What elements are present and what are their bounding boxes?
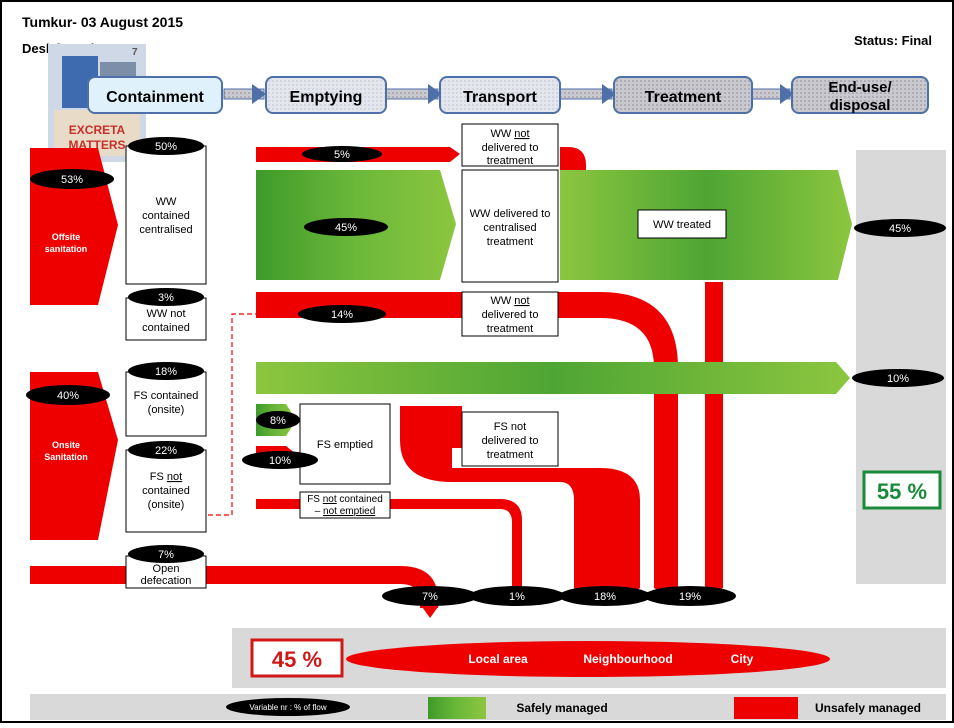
svg-text:Safely managed: Safely managed <box>516 701 607 715</box>
svg-text:45%: 45% <box>335 222 357 234</box>
svg-text:Emptying: Emptying <box>290 89 363 106</box>
svg-text:FS emptied: FS emptied <box>317 439 373 451</box>
svg-text:Offsite: Offsite <box>52 232 81 242</box>
stage-treatment: Treatment <box>613 76 753 114</box>
svg-text:53%: 53% <box>61 174 83 186</box>
svg-text:FS not: FS not <box>494 421 526 433</box>
percent-labels: 50% 3% 18% 22% 7% 53% 40% 5% 45% 14% 8% … <box>57 141 911 603</box>
svg-text:19%: 19% <box>679 591 701 603</box>
svg-text:7%: 7% <box>158 549 174 561</box>
svg-text:FS not: FS not <box>150 471 182 483</box>
svg-text:WW not: WW not <box>490 295 529 307</box>
svg-text:Onsite: Onsite <box>52 440 80 450</box>
svg-text:1%: 1% <box>509 591 525 603</box>
svg-text:22%: 22% <box>155 445 177 457</box>
svg-text:centralised: centralised <box>139 224 192 236</box>
svg-text:45 %: 45 % <box>272 647 322 672</box>
svg-text:centralised: centralised <box>483 222 536 234</box>
svg-text:delivered to: delivered to <box>482 309 539 321</box>
unsafe-total: 45 % <box>250 638 344 678</box>
svg-text:treatment: treatment <box>487 449 533 461</box>
stage-emptying: Emptying <box>265 76 387 114</box>
svg-text:45%: 45% <box>889 223 911 235</box>
svg-text:(onsite): (onsite) <box>148 404 185 416</box>
stage-containment: Containment <box>87 76 223 114</box>
svg-text:City: City <box>731 652 754 666</box>
process-boxes <box>299 123 727 519</box>
svg-text:contained: contained <box>142 322 190 334</box>
svg-text:WW not: WW not <box>146 308 185 320</box>
svg-text:7%: 7% <box>422 591 438 603</box>
svg-text:Local area: Local area <box>468 652 528 666</box>
svg-text:sanitation: sanitation <box>45 244 88 254</box>
title: Tumkur- 03 August 2015 <box>22 14 183 30</box>
svg-text:Variable nr : % of flow: Variable nr : % of flow <box>249 703 326 712</box>
svg-text:Unsafely managed: Unsafely managed <box>815 701 921 715</box>
svg-text:FS not contained: FS not contained <box>307 494 383 505</box>
svg-text:delivered to: delivered to <box>482 142 539 154</box>
svg-text:EXCRETA: EXCRETA <box>69 123 126 137</box>
dashed-connector <box>208 313 256 516</box>
svg-text:contained: contained <box>142 485 190 497</box>
svg-text:defecation: defecation <box>141 575 192 587</box>
svg-text:7: 7 <box>132 47 138 58</box>
svg-text:Open: Open <box>153 563 180 575</box>
impact-ellipse <box>346 641 830 677</box>
stage-end-use: End-use/ disposal <box>791 76 929 114</box>
svg-text:Neighbourhood: Neighbourhood <box>583 652 672 666</box>
svg-text:18%: 18% <box>155 366 177 378</box>
svg-text:WW: WW <box>156 196 177 208</box>
process-labels: WW not delivered to treatment WW deliver… <box>307 128 711 517</box>
svg-text:Treatment: Treatment <box>645 89 722 106</box>
svg-text:18%: 18% <box>594 591 616 603</box>
svg-text:FS contained: FS contained <box>134 390 199 402</box>
svg-text:delivered to: delivered to <box>482 435 539 447</box>
status-text: Status: Final <box>854 33 932 48</box>
legend: Variable nr : % of flow Safely managed U… <box>226 697 921 719</box>
percent-ovals <box>26 137 946 606</box>
category-labels: Offsite sanitation Onsite Sanitation <box>44 232 88 462</box>
impact-labels: Local area Neighbourhood City <box>468 652 753 666</box>
svg-text:8%: 8% <box>270 415 286 427</box>
containment-labels: WW contained centralised WW not containe… <box>134 196 199 587</box>
svg-text:3%: 3% <box>158 292 174 304</box>
svg-text:disposal: disposal <box>830 97 891 114</box>
svg-text:WW not: WW not <box>490 128 529 140</box>
svg-text:Sanitation: Sanitation <box>44 452 88 462</box>
svg-text:End-use/: End-use/ <box>828 79 892 96</box>
svg-text:Containment: Containment <box>106 89 204 106</box>
svg-text:WW treated: WW treated <box>653 219 711 231</box>
svg-text:treatment: treatment <box>487 236 533 248</box>
svg-text:10%: 10% <box>269 455 291 467</box>
safe-total: 55 % <box>862 470 942 510</box>
legend-bar <box>30 694 946 720</box>
svg-text:10%: 10% <box>887 373 909 385</box>
svg-text:Transport: Transport <box>463 89 537 106</box>
svg-text:40%: 40% <box>57 390 79 402</box>
svg-text:– not emptied: – not emptied <box>315 506 376 517</box>
svg-text:14%: 14% <box>331 309 353 321</box>
svg-text:5%: 5% <box>334 149 350 161</box>
svg-text:contained: contained <box>142 210 190 222</box>
svg-text:55 %: 55 % <box>877 479 927 504</box>
end-use-column <box>856 150 946 584</box>
svg-text:treatment: treatment <box>487 323 533 335</box>
stage-transport: Transport <box>439 76 561 114</box>
svg-text:(onsite): (onsite) <box>148 499 185 511</box>
svg-text:treatment: treatment <box>487 155 533 167</box>
svg-text:WW delivered to: WW delivered to <box>470 208 551 220</box>
svg-text:50%: 50% <box>155 141 177 153</box>
containment-cylinders <box>125 145 207 589</box>
